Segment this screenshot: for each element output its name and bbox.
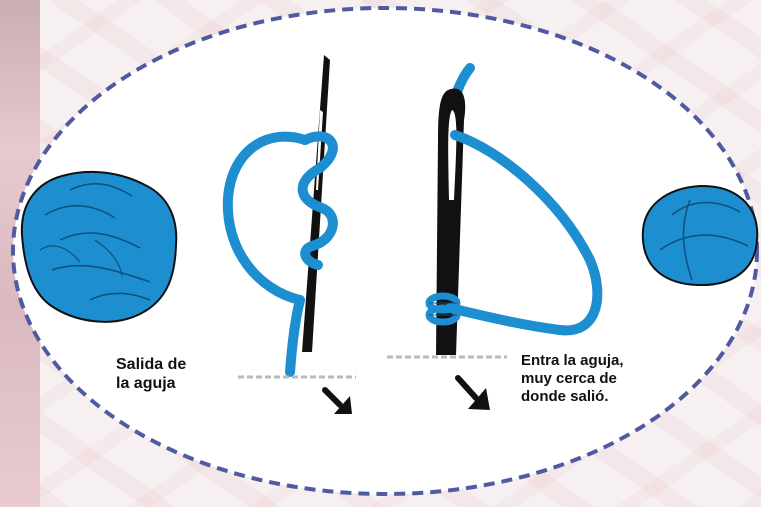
- knot-blob-left-icon: [22, 172, 176, 322]
- caption-needle-exit: Salida de la aguja: [116, 355, 236, 393]
- caption-needle-enter: Entra la aguja, muy cerca de donde salió…: [521, 352, 651, 406]
- knot-ball-right-icon: [643, 186, 757, 285]
